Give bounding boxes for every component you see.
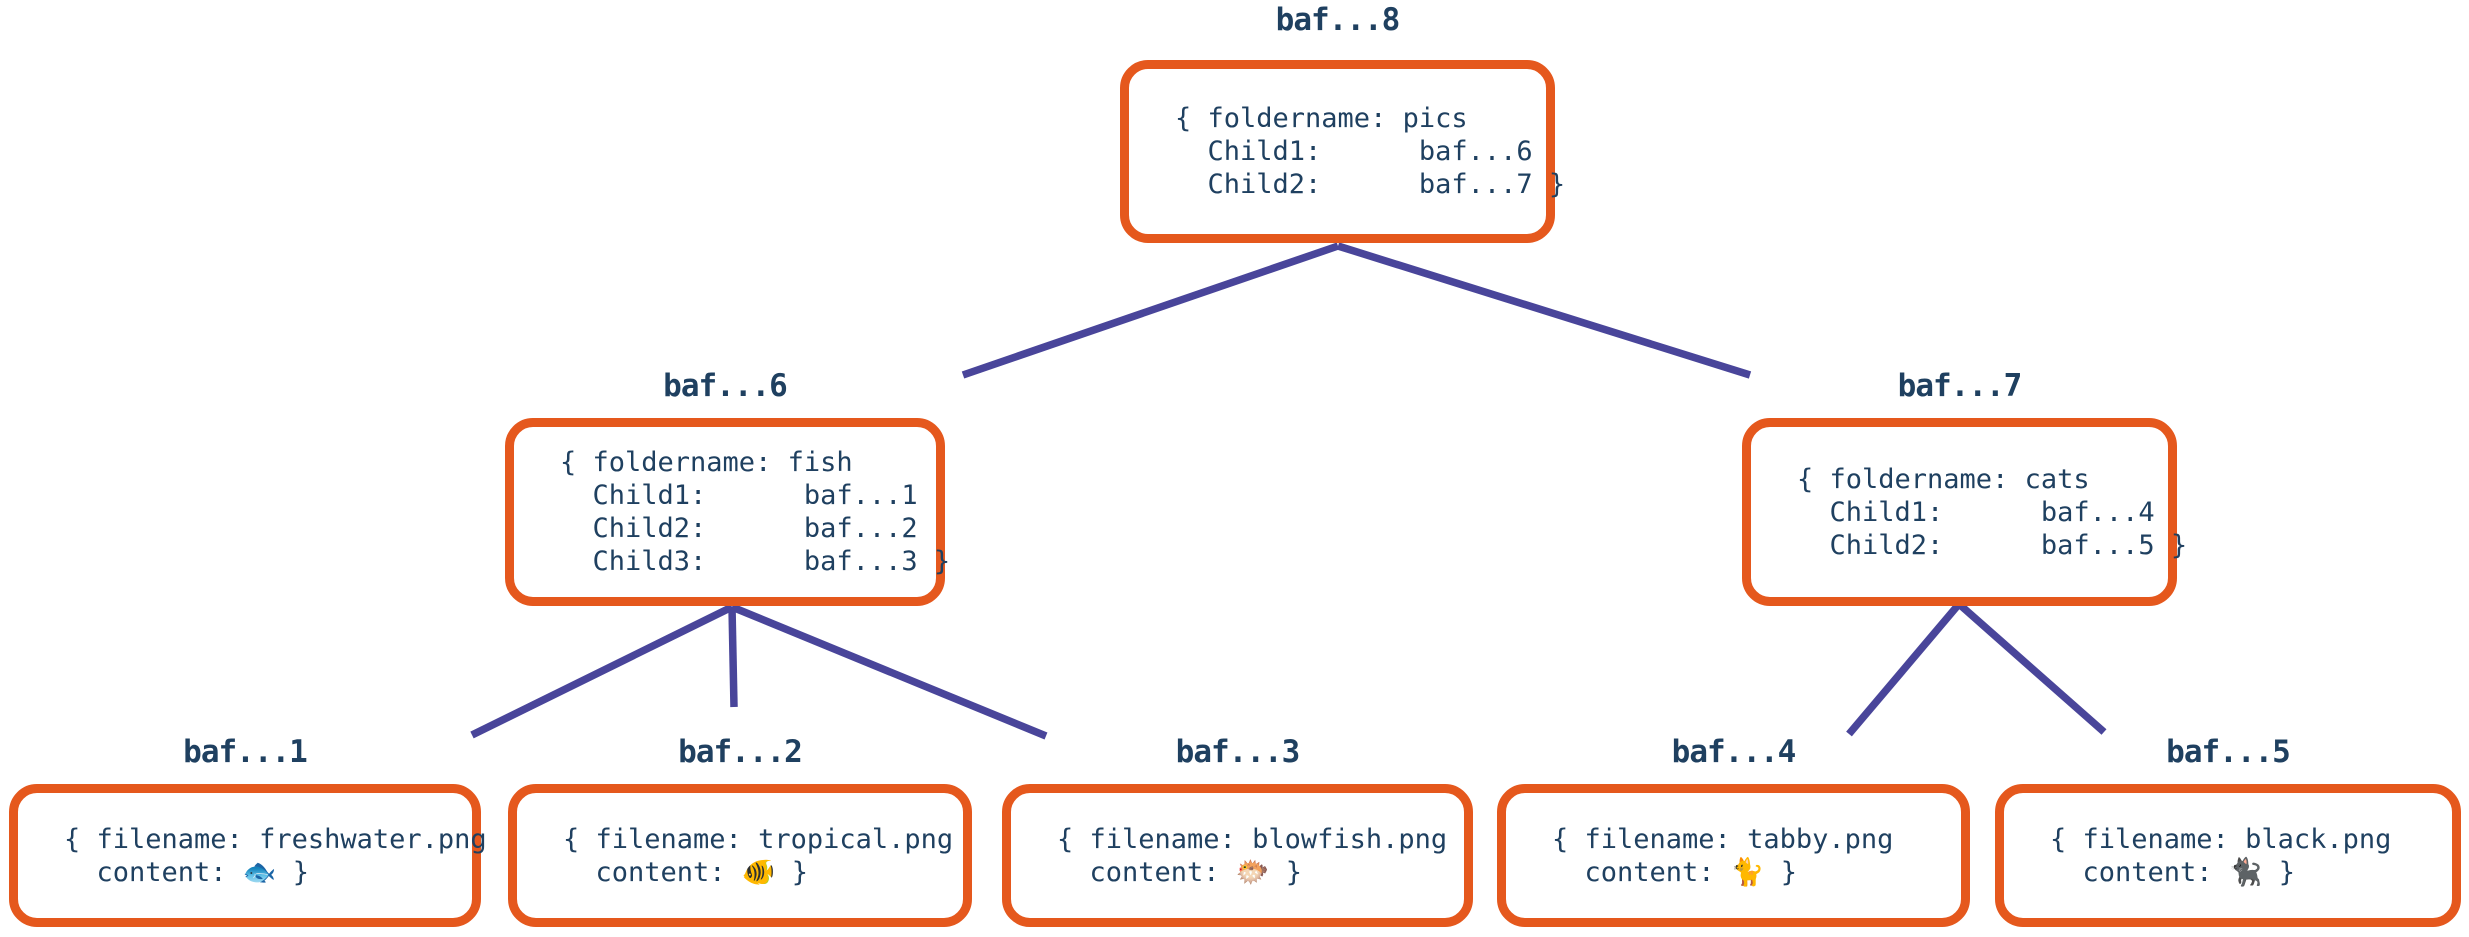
node-cid-label: baf...2: [678, 734, 803, 770]
node-box: { filename: blowfish.png content: 🐡 }: [1002, 784, 1473, 927]
file-record-text: { filename: tropical.png content: 🐠 }: [517, 823, 953, 889]
node-box: { filename: tabby.png content: 🐈 }: [1497, 784, 1970, 927]
dag-node-baf6: baf...6 { foldername: fish Child1: baf..…: [505, 366, 950, 606]
dag-node-baf4: baf...4 { filename: tabby.png content: 🐈…: [1497, 732, 1970, 927]
filename-line: { filename: tabby.png: [1552, 823, 1894, 855]
content-line-suffix: }: [2262, 856, 2295, 888]
edge-baf6-baf1: [470, 603, 734, 739]
tabby-cat-emoji: 🐈: [1730, 856, 1765, 888]
content-line-prefix: content:: [563, 856, 742, 888]
dag-node-baf7: baf...7 { foldername: cats Child1: baf..…: [1742, 366, 2187, 606]
file-record-text: { filename: blowfish.png content: 🐡 }: [1011, 823, 1447, 889]
folder-record-text: { foldername: cats Child1: baf...4 Child…: [1797, 463, 2188, 561]
node-cid-label: baf...6: [663, 368, 788, 404]
content-line-suffix: }: [775, 856, 808, 888]
edge-baf6-baf3: [730, 603, 1048, 740]
dag-node-baf2: baf...2 { filename: tropical.png content…: [508, 732, 972, 927]
edge-baf8-baf6: [961, 242, 1340, 379]
black-cat-emoji: 🐈‍⬛: [2228, 856, 2263, 888]
dag-node-baf8: baf...8 { foldername: pics Child1: baf..…: [1120, 0, 1565, 243]
fish-emoji: 🐟: [242, 856, 277, 888]
node-box: { filename: tropical.png content: 🐠 }: [508, 784, 972, 927]
content-line-prefix: content:: [2050, 856, 2229, 888]
node-box: { foldername: pics Child1: baf...6 Child…: [1120, 60, 1565, 243]
node-box: { foldername: cats Child1: baf...4 Child…: [1742, 418, 2187, 606]
content-line-suffix: }: [1764, 856, 1797, 888]
filename-line: { filename: black.png: [2050, 823, 2392, 855]
tropical-fish-emoji: 🐠: [741, 856, 776, 888]
node-cid-label: baf...5: [2166, 734, 2291, 770]
content-line-prefix: content:: [64, 856, 243, 888]
edge-baf7-baf5: [1956, 601, 2107, 735]
edge-baf6-baf2: [728, 606, 738, 708]
folder-record-text: { foldername: pics Child1: baf...6 Child…: [1175, 103, 1566, 200]
node-box: { filename: black.png content: 🐈‍⬛ }: [1995, 784, 2461, 927]
node-cid-label: baf...3: [1175, 734, 1301, 770]
node-cid-label: baf...8: [1275, 2, 1401, 38]
folder-record-text: { foldername: fish Child1: baf...1 Child…: [560, 447, 951, 577]
content-line-suffix: }: [1269, 856, 1302, 888]
file-record-text: { filename: black.png content: 🐈‍⬛ }: [2004, 823, 2391, 889]
file-record-text: { filename: freshwater.png content: 🐟 }: [18, 823, 487, 889]
content-line-prefix: content:: [1057, 856, 1236, 888]
content-line-suffix: }: [276, 856, 309, 888]
node-cid-label: baf...7: [1897, 368, 2023, 404]
filename-line: { filename: blowfish.png: [1057, 823, 1448, 855]
node-cid-label: baf...1: [183, 734, 308, 770]
blowfish-emoji: 🐡: [1235, 856, 1270, 888]
edge-baf8-baf7: [1336, 242, 1752, 379]
dag-node-baf1: baf...1 { filename: freshwater.png conte…: [9, 732, 487, 927]
dag-node-baf5: baf...5 { filename: black.png content: 🐈…: [1995, 732, 2461, 927]
node-box: { foldername: fish Child1: baf...1 Child…: [505, 418, 950, 606]
edge-baf7-baf4: [1846, 601, 1962, 737]
dag-node-baf3: baf...3 { filename: blowfish.png content…: [1002, 732, 1473, 927]
node-cid-label: baf...4: [1671, 734, 1797, 770]
file-record-text: { filename: tabby.png content: 🐈 }: [1506, 823, 1893, 889]
node-box: { filename: freshwater.png content: 🐟 }: [9, 784, 487, 927]
filename-line: { filename: tropical.png: [563, 823, 954, 855]
filename-line: { filename: freshwater.png: [64, 823, 487, 855]
content-line-prefix: content:: [1552, 856, 1731, 888]
